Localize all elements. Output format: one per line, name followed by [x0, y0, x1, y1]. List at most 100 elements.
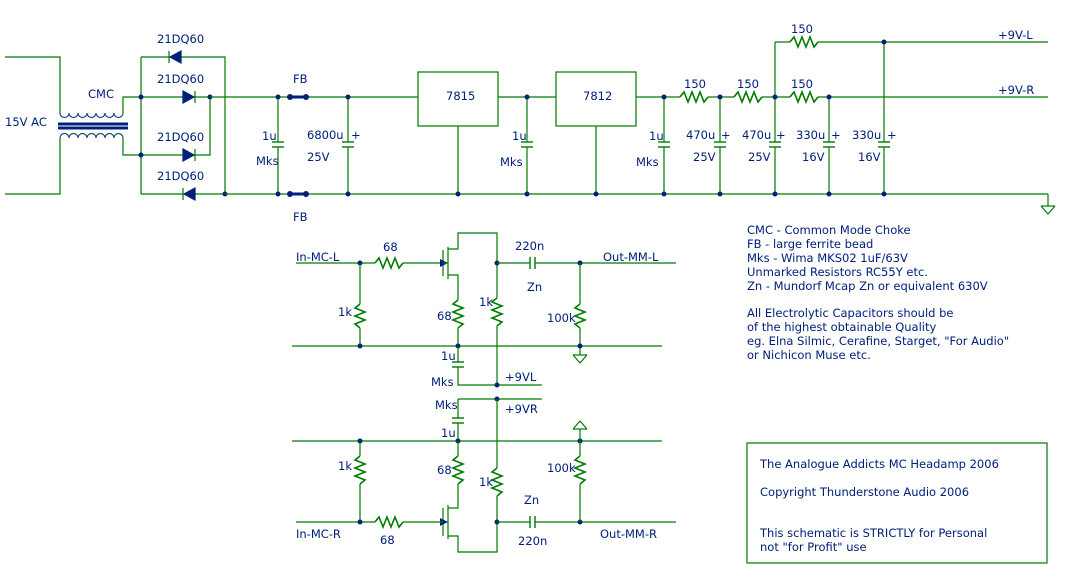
ground-symbol — [1040, 205, 1056, 215]
svg-text:+: + — [831, 128, 841, 142]
ac-input-label: 15V AC — [5, 115, 47, 129]
power-supply-section: 15V AC CMC — [5, 22, 1056, 224]
diode-d2 — [182, 89, 196, 105]
title-block: The Analogue Addicts MC Headamp 2006 Cop… — [746, 442, 1048, 564]
output-cap-left-type: Zn — [527, 280, 542, 294]
note-line-4: Unmarked Resistors RC55Y etc. — [747, 265, 928, 279]
notes-block: CMC - Common Mode Choke FB - large ferri… — [747, 223, 1009, 362]
output-cap-left-value: 220n — [515, 239, 544, 253]
cap-330u-left-value: 330u — [852, 128, 881, 142]
output-9v-left-label: +9V-L — [998, 28, 1033, 42]
usage-text-1: This schematic is STRICTLY for Personal — [759, 526, 987, 540]
note-line-8: eg. Elna Silmic, Cerafine, Starget, "For… — [747, 334, 1009, 348]
gate-resistor-left-label: 1k — [338, 305, 352, 319]
resistor-150-right-channel: 150 — [789, 77, 1048, 105]
cap-330u-right-value: 330u — [796, 128, 825, 142]
note-line-9: or Nichicon Muse etc. — [747, 348, 871, 362]
cap-interstage-mks: 1u Mks — [500, 94, 533, 197]
regulator-7815: 7815 — [417, 71, 499, 197]
cap-470u-2-value: 470u — [742, 128, 771, 142]
bypass-cap-right-type: Mks — [435, 398, 458, 412]
regulator-7812-label: 7812 — [583, 89, 612, 103]
output-mm-left-label: Out-MM-L — [603, 250, 659, 264]
cap-bulk-value: 6800u — [307, 128, 344, 142]
cap-470u-1: 470u + 25V — [686, 94, 731, 197]
cap-input-value: 1u — [262, 129, 277, 143]
load-resistor-right-label: 100k — [547, 461, 576, 475]
cap-330u-right-voltage: 16V — [802, 150, 825, 164]
ferrite-bead-bottom-label: FB — [293, 210, 308, 224]
cap-interstage-type: Mks — [500, 155, 523, 169]
resistor-150-right-label: 150 — [791, 77, 813, 91]
cap-input-type: Mks — [256, 154, 279, 168]
resistor-150-2-label: 150 — [737, 77, 759, 91]
diode-d4-label: 21DQ60 — [157, 169, 204, 183]
note-line-1: CMC - Common Mode Choke — [747, 223, 911, 237]
amp-right-channel: +9VR Mks 1u 1k 68 1k — [292, 396, 676, 553]
cap-470u-2: 470u + 25V — [742, 42, 786, 197]
diode-d3-label: 21DQ60 — [157, 130, 204, 144]
amp-left-channel: In-MC-L 68 1k 68 1k 220n Zn — [292, 232, 676, 389]
diode-d2-label: 21DQ60 — [157, 72, 204, 86]
diode-d4 — [182, 186, 196, 202]
note-line-6: All Electrolytic Capacitors should be — [747, 306, 953, 320]
resistor-150-1: 150 — [679, 77, 734, 105]
bypass-cap-left-type: Mks — [431, 375, 454, 389]
input-mc-right-label: In-MC-R — [296, 527, 341, 541]
note-line-2: FB - large ferrite bead — [747, 237, 873, 251]
supply-9vl-label: +9VL — [505, 370, 537, 384]
drain-resistor-left-label: 1k — [479, 295, 493, 309]
resistor-150-1-label: 150 — [684, 77, 706, 91]
cap-bulk-voltage: 25V — [307, 150, 330, 164]
resistor-150-left-label: 150 — [791, 22, 813, 36]
output-cap-right-type: Zn — [524, 493, 539, 507]
regulator-7815-label: 7815 — [446, 89, 475, 103]
title-text: The Analogue Addicts MC Headamp 2006 — [759, 457, 999, 471]
output-mm-right-label: Out-MM-R — [600, 527, 657, 541]
cap-330u-right: 330u + 16V — [796, 94, 841, 197]
bypass-cap-left-value: 1u — [441, 349, 456, 363]
cap-330u-left: 330u + 16V — [852, 39, 897, 197]
cap-470u-1-value: 470u — [686, 128, 715, 142]
jfet-right-gate-arrow — [440, 518, 448, 526]
svg-text:+: + — [887, 128, 897, 142]
resistor-150-left-channel: 150 — [775, 22, 1048, 50]
ground-symbol-left-out — [572, 354, 588, 364]
cap-470u-1-voltage: 25V — [693, 150, 716, 164]
bridge-rectifier: 21DQ60 21DQ60 21DQ60 21DQ60 — [138, 32, 228, 202]
input-resistor-left-label: 68 — [383, 240, 398, 254]
gate-resistor-right-label: 1k — [338, 459, 352, 473]
diode-d1-label: 21DQ60 — [157, 32, 204, 46]
regulator-7812: 7812 — [555, 71, 637, 197]
supply-9vr-label: +9VR — [505, 402, 538, 416]
diode-d1 — [168, 49, 182, 65]
svg-text:+: + — [351, 128, 361, 142]
diode-d3 — [182, 147, 196, 163]
choke-label: CMC — [88, 87, 114, 101]
cap-interstage-value: 1u — [512, 129, 527, 143]
ground-symbol-right-out — [572, 420, 588, 430]
load-resistor-left-label: 100k — [547, 311, 576, 325]
note-line-3: Mks - Wima MKS02 1uF/63V — [747, 251, 908, 265]
cap-bulk-6800u: 6800u + 25V — [307, 94, 361, 197]
input-mc-left-label: In-MC-L — [296, 250, 340, 264]
common-mode-choke: CMC — [58, 87, 141, 156]
note-line-7: of the highest obtainable Quality — [747, 320, 937, 334]
copyright-text: Copyright Thunderstone Audio 2006 — [760, 485, 969, 499]
source-resistor-left-label: 68 — [437, 309, 452, 323]
note-line-5: Zn - Mundorf Mcap Zn or equivalent 630V — [747, 279, 988, 293]
cap-output-mks: 1u Mks — [636, 94, 670, 197]
ac-input-wire-bottom — [5, 140, 61, 195]
ferrite-bead-top-label: FB — [293, 72, 308, 86]
resistor-150-2: 150 — [733, 77, 790, 105]
output-cap-right-value: 220n — [518, 534, 547, 548]
usage-text-2: not "for Profit" use — [760, 540, 867, 554]
cap-output-type: Mks — [636, 155, 659, 169]
cap-470u-2-voltage: 25V — [748, 150, 771, 164]
cap-input-mks: 1u Mks — [256, 94, 284, 197]
cap-output-value: 1u — [649, 129, 664, 143]
cap-330u-left-voltage: 16V — [858, 150, 881, 164]
bypass-cap-right-value: 1u — [441, 426, 456, 440]
svg-text:+: + — [721, 128, 731, 142]
